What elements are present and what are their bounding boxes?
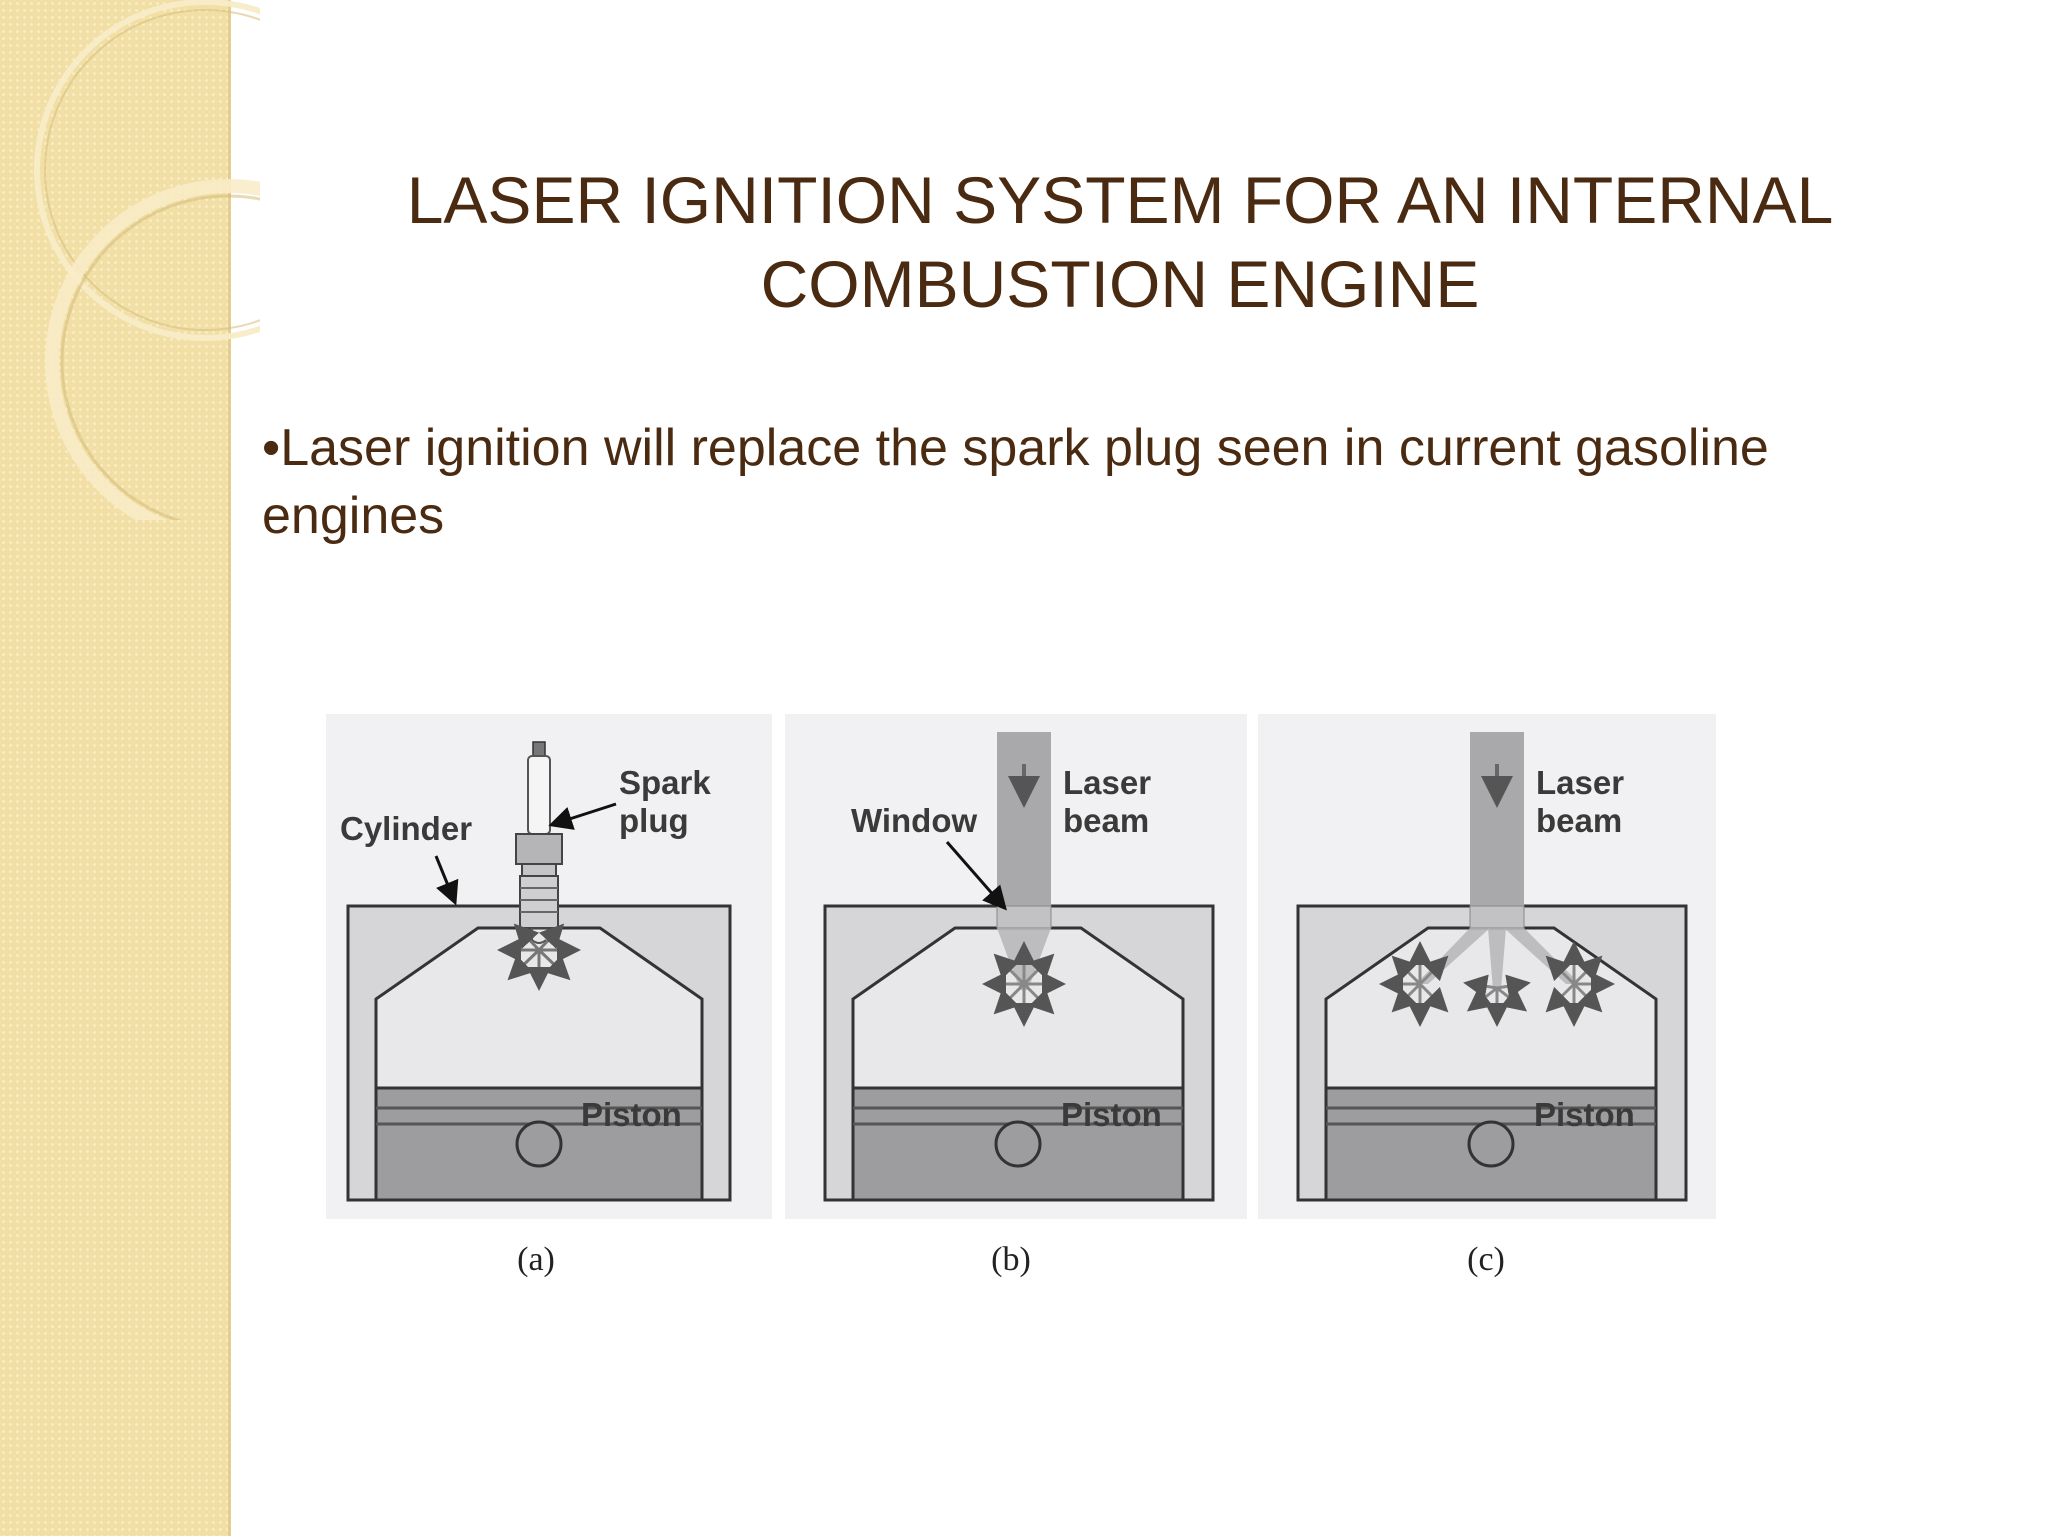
spark-burst: [497, 923, 581, 991]
piston-label-a: Piston: [581, 1096, 682, 1133]
laser-beam-label-c-line-2: beam: [1536, 802, 1622, 839]
caption-a: (a): [517, 1241, 555, 1278]
laser-beam-c: [1470, 732, 1524, 906]
decorative-rings: [34, 0, 260, 520]
spark-plug-label-line-2: plug: [619, 802, 689, 839]
decorative-side-strip: [0, 0, 231, 1536]
laser-spark-burst-c: [1379, 941, 1615, 1027]
slide-title-line-1: LASER IGNITION SYSTEM FOR AN INTERNAL: [406, 163, 1834, 237]
window-label: Window: [851, 802, 977, 839]
piston-label-c: Piston: [1534, 1096, 1635, 1133]
caption-c: (c): [1467, 1241, 1505, 1278]
laser-beam-label-b-line-2: beam: [1063, 802, 1149, 839]
spark-plug-icon: [515, 741, 563, 944]
slide-title-line-2: COMBUSTION ENGINE: [760, 247, 1480, 321]
piston-label-b: Piston: [1061, 1096, 1162, 1133]
laser-beam-label-c-line-1: Laser: [1536, 764, 1624, 801]
cylinder-label: Cylinder: [340, 810, 472, 847]
bullet-point: •Laser ignition will replace the spark p…: [262, 419, 1769, 545]
laser-beam-b: [997, 732, 1051, 906]
spark-plug-label-line-1: Spark: [619, 764, 711, 801]
panel-c-laser-multi: Laser beam Piston: [1258, 714, 1716, 1219]
laser-beam-label-b-line-1: Laser: [1063, 764, 1151, 801]
laser-spark-burst-b: [982, 941, 1066, 1027]
panel-b-laser-single: Window Laser beam Piston: [785, 714, 1247, 1219]
ignition-diagram: Cylinder Spark plug Piston (a): [326, 714, 1726, 1319]
slide-title: LASER IGNITION SYSTEM FOR AN INTERNAL CO…: [300, 158, 1940, 326]
caption-b: (b): [991, 1241, 1031, 1278]
panel-a-spark-plug: Cylinder Spark plug Piston: [326, 714, 772, 1219]
